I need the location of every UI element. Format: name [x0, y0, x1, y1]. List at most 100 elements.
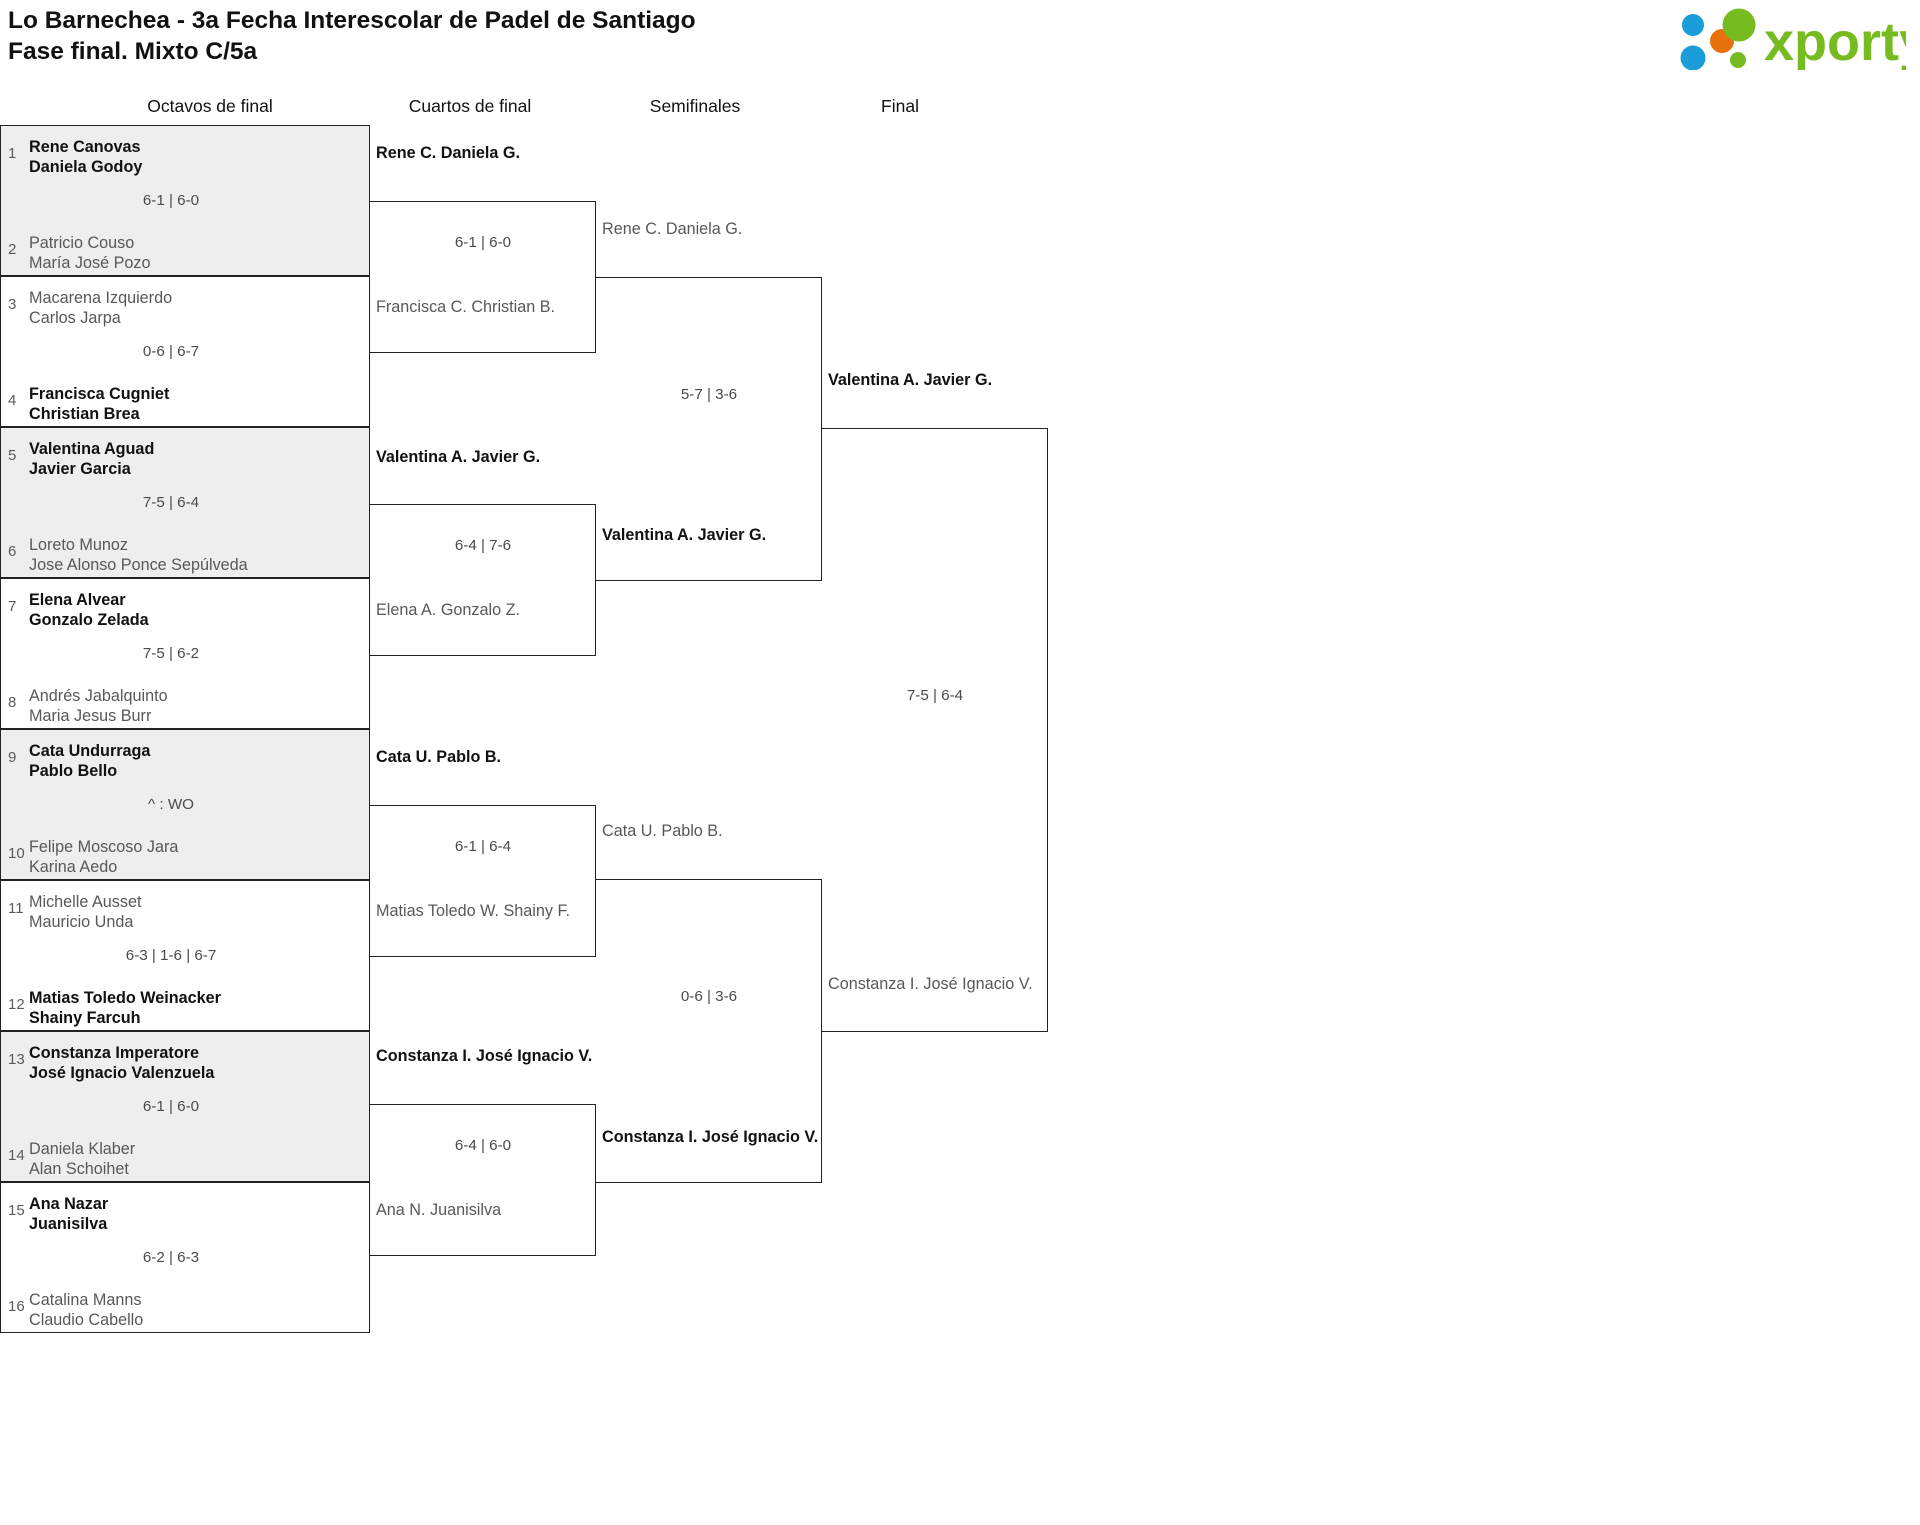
team-name: Cata Undurraga Pablo Bello	[29, 742, 150, 781]
match-score: 7-5 | 6-4	[906, 687, 964, 704]
seed-number: 10	[8, 845, 25, 862]
xporty-logo[interactable]: xporty	[1676, 8, 1906, 70]
qf-winner-name-1: Rene C. Daniela G.	[376, 144, 520, 164]
team-name: Michelle Ausset Mauricio Unda	[29, 893, 141, 932]
seed-number: 4	[8, 392, 17, 409]
match-score: 6-4 | 7-6	[454, 537, 512, 554]
player-1: Valentina Aguad	[29, 440, 155, 458]
player-1: Constanza I.	[602, 1128, 698, 1146]
player-2: Juanisilva	[29, 1214, 108, 1233]
player-1: Rene Canovas	[29, 138, 141, 156]
qf-loser-name-3: Matias Toledo W. Shainy F.	[376, 902, 570, 922]
seed-number: 15	[8, 1202, 25, 1219]
team-name: Ana Nazar Juanisilva	[29, 1195, 108, 1234]
player-2: Carlos Jarpa	[29, 308, 121, 327]
match-score: 5-7 | 3-6	[680, 386, 738, 403]
match-score: 0-6 | 3-6	[680, 988, 738, 1005]
player-2: Jose Alonso Ponce Sepúlveda	[29, 555, 248, 574]
player-2: Pablo Bello	[29, 761, 118, 780]
title-line-1: Lo Barnechea - 3a Fecha Interescolar de …	[8, 7, 696, 34]
match-block-r2-2[interactable]: 6-4 | 7-6 Elena A. Gonzalo Z.	[370, 504, 596, 656]
player-1: Felipe Moscoso Jara	[29, 838, 179, 856]
team-name: Constanza Imperatore José Ignacio Valenz…	[29, 1044, 214, 1083]
match-block-r1-2[interactable]: 3 Macarena Izquierdo Carlos Jarpa 0-6 | …	[0, 276, 370, 427]
sf-loser-name-1: Rene C. Daniela G.	[602, 220, 742, 240]
player-2: José Ignacio Valenzuela	[29, 1063, 215, 1082]
match-block-r1-8[interactable]: 15 Ana Nazar Juanisilva 6-2 | 6-3 16 Cat…	[0, 1182, 370, 1333]
player-2: Alan Schoihet	[29, 1159, 129, 1178]
player-2: Mauricio Unda	[29, 912, 134, 931]
match-block-r2-3[interactable]: 6-1 | 6-4 Matias Toledo W. Shainy F.	[370, 805, 596, 957]
match-score: 6-3 | 1-6 | 6-7	[125, 947, 217, 964]
match-score: 6-1 | 6-4	[454, 838, 512, 855]
player-1: Valentina A.	[376, 448, 468, 466]
team-name: Francisca Cugniet Christian Brea	[29, 385, 169, 424]
player-1: Patricio Couso	[29, 234, 135, 252]
player-1: Catalina Manns	[29, 1291, 142, 1309]
title-line-2: Fase final. Mixto C/5a	[8, 38, 258, 65]
tournament-title: Lo Barnechea - 3a Fecha Interescolar de …	[8, 5, 696, 67]
match-block-r3-1[interactable]: 5-7 | 3-6 Valentina A. Javier G.	[596, 277, 822, 581]
player-1: Valentina A.	[602, 526, 694, 544]
team-name: Loreto Munoz Jose Alonso Ponce Sepúlveda	[29, 536, 248, 575]
seed-number: 5	[8, 447, 17, 464]
seed-number: 16	[8, 1298, 25, 1315]
team-name: Felipe Moscoso Jara Karina Aedo	[29, 838, 178, 877]
player-1: Cata Undurraga	[29, 742, 151, 760]
match-block-r1-6[interactable]: 11 Michelle Ausset Mauricio Unda 6-3 | 1…	[0, 880, 370, 1031]
round-header-octavos: Octavos de final	[147, 96, 273, 116]
player-1: Ana N.	[376, 1201, 426, 1219]
match-block-r1-7[interactable]: 13 Constanza Imperatore José Ignacio Val…	[0, 1031, 370, 1182]
match-score: 6-2 | 6-3	[142, 1249, 200, 1266]
player-2: Javier G.	[923, 371, 993, 389]
player-2: Claudio Cabello	[29, 1310, 144, 1329]
seed-number: 1	[8, 145, 17, 162]
match-score: ^ : WO	[148, 796, 194, 813]
player-2: Daniela G.	[665, 220, 743, 238]
player-2: Juanisilva	[430, 1201, 502, 1219]
round-header-final: Final	[881, 96, 919, 116]
team-name: Catalina Manns Claudio Cabello	[29, 1291, 143, 1330]
match-block-r1-5[interactable]: 9 Cata Undurraga Pablo Bello ^ : WO 10 F…	[0, 729, 370, 880]
player-2: Daniela G.	[440, 144, 520, 162]
match-block-r1-1[interactable]: 1 Rene Canovas Daniela Godoy 6-1 | 6-0 2…	[0, 125, 370, 276]
qf-loser-name-4: Ana N. Juanisilva	[376, 1201, 501, 1221]
player-1: Elena Alvear	[29, 591, 126, 609]
player-1: Cata U.	[602, 822, 657, 840]
team-name: Patricio Couso María José Pozo	[29, 234, 150, 273]
qf-winner-name-4: Constanza I. José Ignacio V.	[376, 1047, 592, 1067]
player-1: Constanza Imperatore	[29, 1044, 200, 1062]
seed-number: 3	[8, 296, 17, 313]
match-block-r4-1[interactable]: 7-5 | 6-4 Constanza I. José Ignacio V.	[822, 428, 1048, 1032]
team-name: Rene Canovas Daniela Godoy	[29, 138, 142, 177]
svg-text:xporty: xporty	[1764, 12, 1906, 70]
seed-number: 6	[8, 543, 17, 560]
qf-winner-name-2: Valentina A. Javier G.	[376, 448, 540, 468]
sf-winner-name-2: Constanza I. José Ignacio V.	[602, 1128, 818, 1148]
match-score: 6-1 | 6-0	[454, 234, 512, 251]
match-block-r1-4[interactable]: 7 Elena Alvear Gonzalo Zelada 7-5 | 6-2 …	[0, 578, 370, 729]
player-2: Gonzalo Zelada	[29, 610, 149, 629]
player-1: Francisca C.	[376, 298, 467, 316]
player-2: Shainy F.	[503, 902, 571, 920]
seed-number: 8	[8, 694, 17, 711]
match-block-r1-3[interactable]: 5 Valentina Aguad Javier Garcia 7-5 | 6-…	[0, 427, 370, 578]
player-2: Daniela Godoy	[29, 157, 143, 176]
player-2: Pablo B.	[436, 748, 502, 766]
player-2: Gonzalo Z.	[440, 601, 520, 619]
player-1: Cata U.	[376, 748, 432, 766]
sf-loser-name-2: Cata U. Pablo B.	[602, 822, 723, 842]
match-block-r2-4[interactable]: 6-4 | 6-0 Ana N. Juanisilva	[370, 1104, 596, 1256]
player-2: Javier Garcia	[29, 459, 131, 478]
team-name: Daniela Klaber Alan Schoihet	[29, 1140, 135, 1179]
match-block-r3-2[interactable]: 0-6 | 3-6 Constanza I. José Ignacio V.	[596, 879, 822, 1183]
match-score: 7-5 | 6-2	[142, 645, 200, 662]
match-block-r2-1[interactable]: 6-1 | 6-0 Francisca C. Christian B.	[370, 201, 596, 353]
team-name: Macarena Izquierdo Carlos Jarpa	[29, 289, 172, 328]
sf-winner-name-1: Valentina A. Javier G.	[602, 526, 766, 546]
player-1: Daniela Klaber	[29, 1140, 136, 1158]
round-header-semis: Semifinales	[649, 96, 741, 116]
team-name: Andrés Jabalquinto Maria Jesus Burr	[29, 687, 168, 726]
player-2: Javier G.	[697, 526, 767, 544]
player-1: Andrés Jabalquinto	[29, 687, 168, 705]
